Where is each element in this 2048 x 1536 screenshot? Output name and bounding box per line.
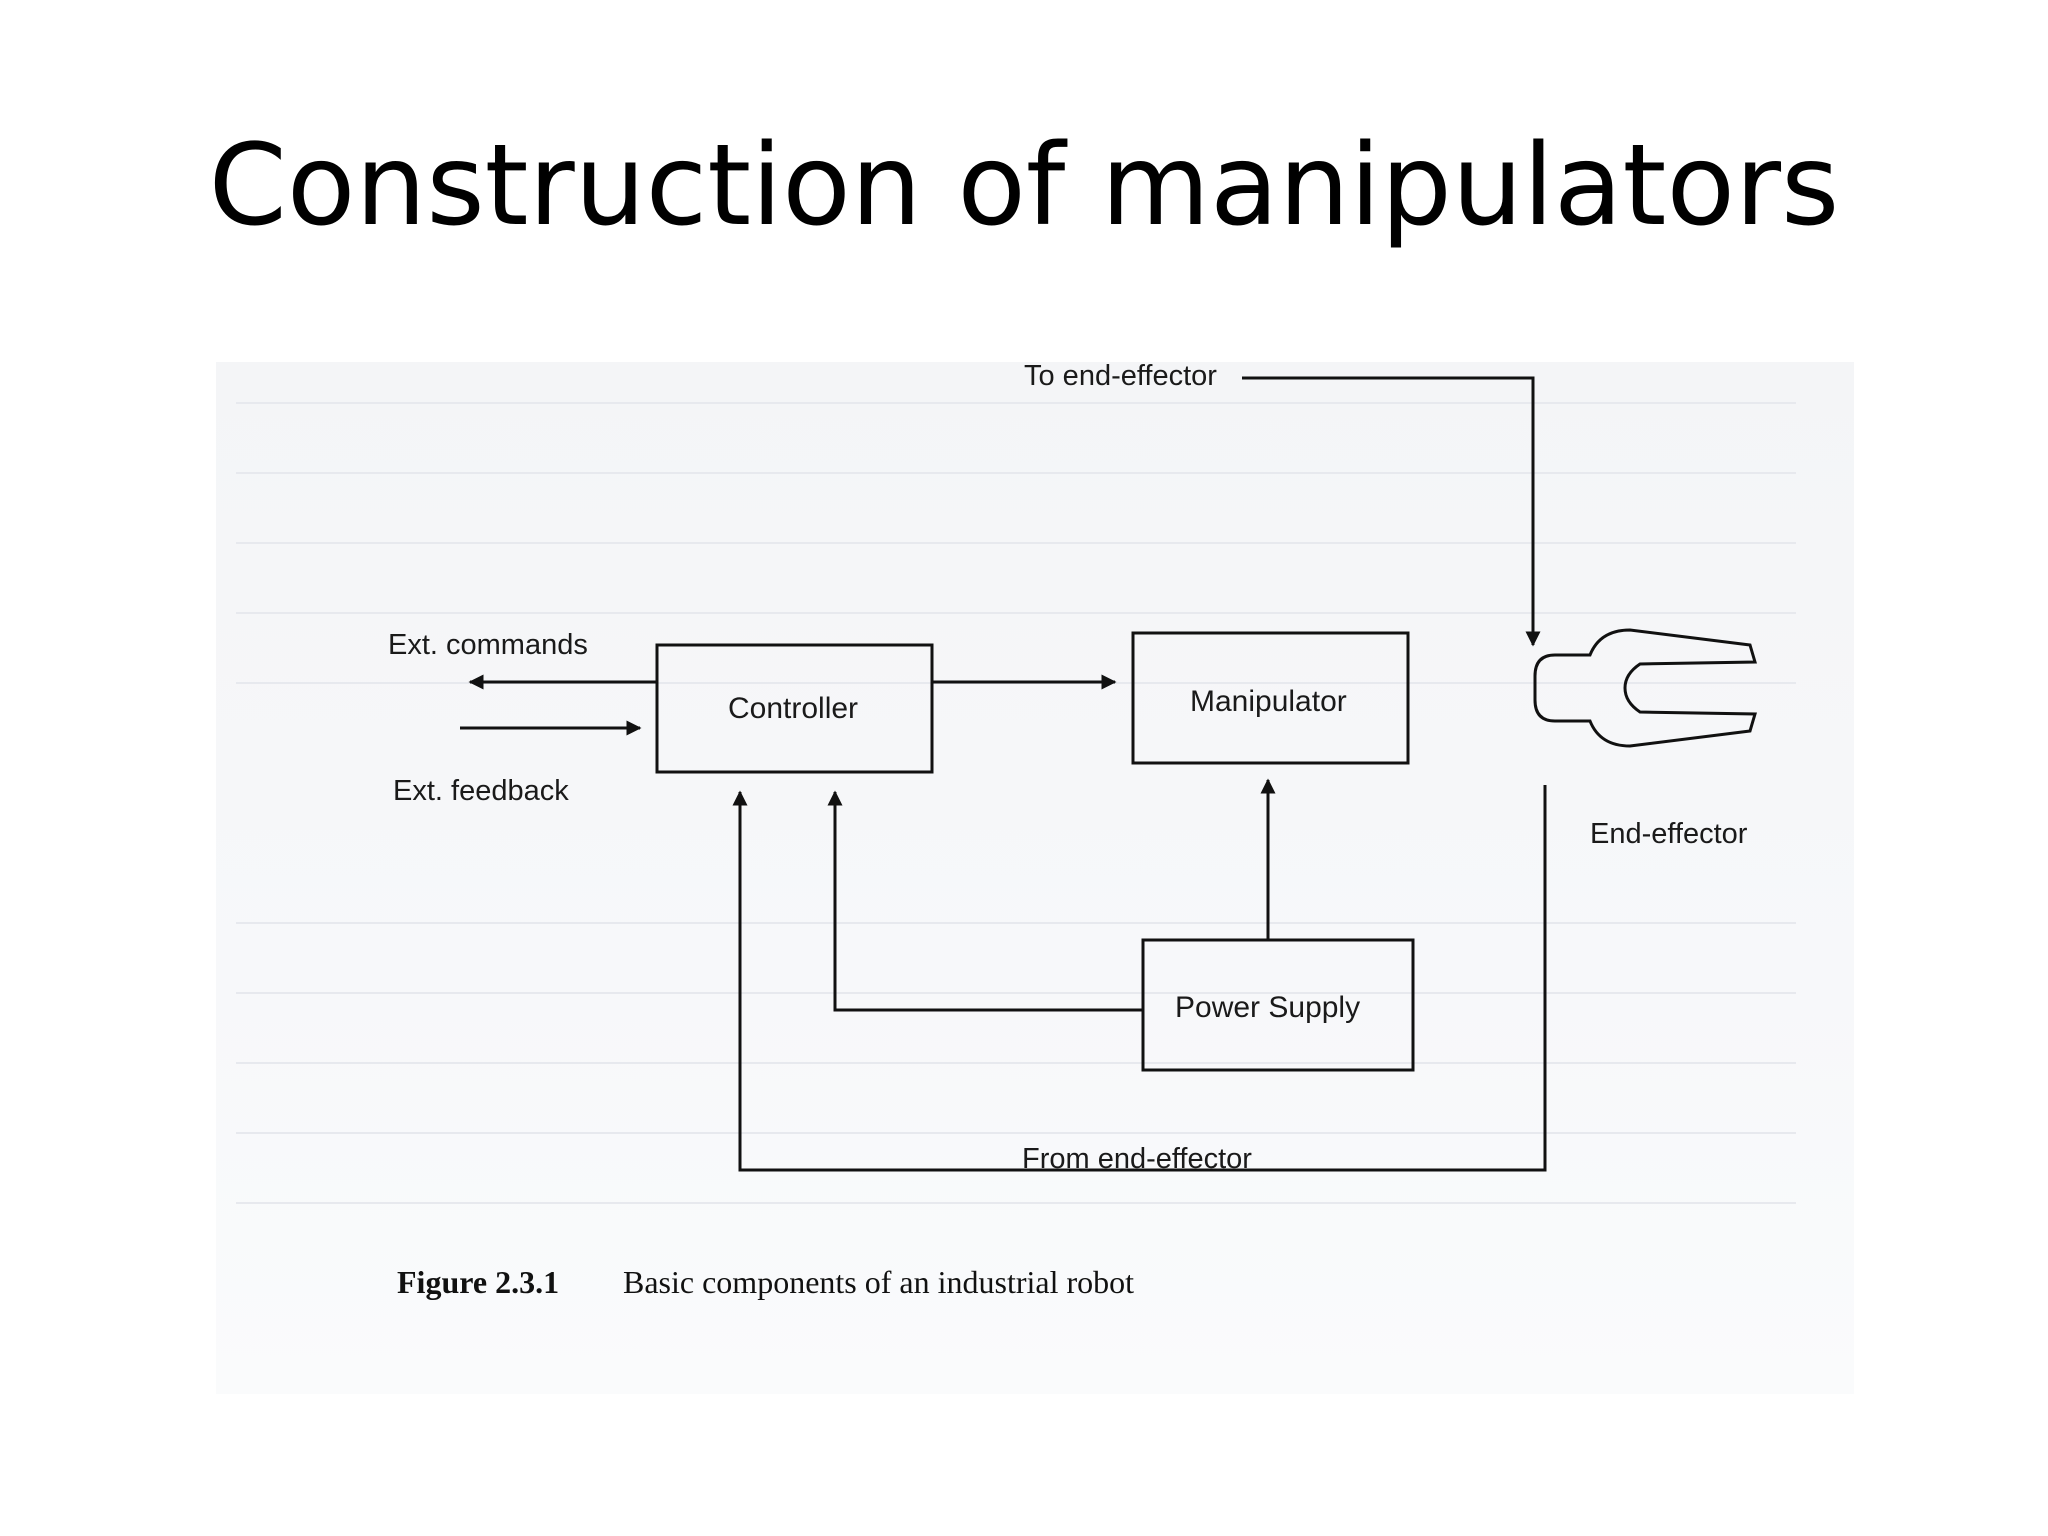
to-end-effector-path (1242, 376, 1541, 647)
slide-title: Construction of manipulators (208, 121, 1840, 251)
power-supply-label: Power Supply (1175, 991, 1360, 1024)
controller-block (655, 643, 934, 774)
power-to-controller-arrow (827, 790, 1143, 1012)
figure-caption: Basic components of an industrial robot (623, 1264, 1134, 1300)
gripper-icon (1533, 628, 1757, 748)
power-supply-block (1141, 938, 1415, 1072)
ext-feedback-label: Ext. feedback (393, 775, 569, 807)
controller-label: Controller (728, 692, 858, 725)
end-effector-label: End-effector (1590, 818, 1748, 850)
scanned-figure-background (216, 362, 1854, 1394)
manipulator-block (1131, 631, 1410, 765)
from-end-effector-label: From end-effector (1022, 1143, 1252, 1175)
to-end-effector-label: To end-effector (1024, 360, 1217, 392)
from-end-effector-path (732, 785, 1547, 1172)
manipulator-label: Manipulator (1190, 685, 1347, 718)
figure-number: Figure 2.3.1 (397, 1264, 559, 1300)
ext-commands-label: Ext. commands (388, 629, 588, 661)
